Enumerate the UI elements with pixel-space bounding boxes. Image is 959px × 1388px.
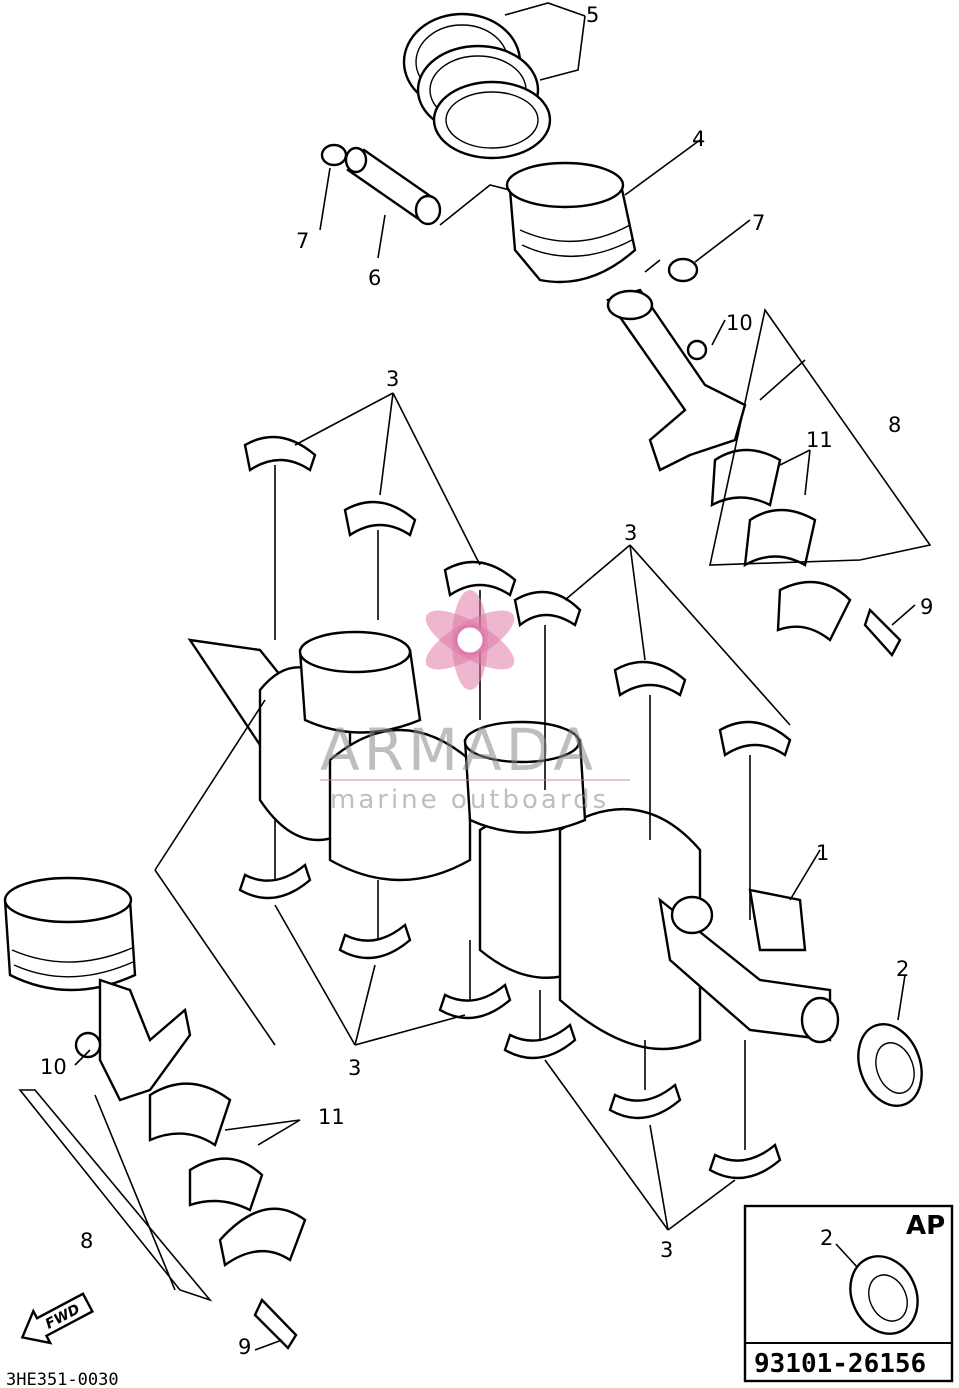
ap-box: AP 2 93101-26156 — [743, 1204, 954, 1383]
piston-upper — [505, 161, 637, 284]
part-number: 93101-26156 — [754, 1349, 926, 1379]
propeller-icon — [425, 590, 515, 690]
callout-9: 9 — [920, 595, 933, 619]
watermark-brand: ARMADA — [320, 716, 597, 784]
connecting-rod-lower — [74, 978, 192, 1102]
connecting-rod-upper — [606, 288, 747, 472]
callout-3: 3 — [348, 1056, 361, 1080]
callout-3: 3 — [386, 367, 399, 391]
rod-bearings-upper — [710, 448, 902, 658]
callout-4: 4 — [692, 127, 705, 151]
rod-bearings-lower — [148, 1082, 307, 1350]
crankshaft — [187, 638, 840, 1051]
piston-pin-clip — [667, 257, 699, 283]
drawing-code: 3HE351-0030 — [6, 1370, 119, 1388]
callout-3: 3 — [624, 521, 637, 545]
callout-11: 11 — [806, 428, 833, 452]
callout-8: 8 — [888, 413, 901, 437]
watermark-tagline: marine outboards — [330, 785, 609, 815]
piston-on-crank-right — [463, 720, 587, 834]
callout-7: 7 — [296, 229, 309, 253]
oil-seal-ap — [849, 1255, 919, 1335]
callout-11: 11 — [318, 1105, 345, 1129]
piston-rings — [402, 12, 552, 160]
callout-10: 10 — [40, 1055, 67, 1079]
callout-8: 8 — [80, 1229, 93, 1253]
callout-6: 6 — [368, 266, 381, 290]
callout-10: 10 — [726, 311, 753, 335]
callout-5: 5 — [586, 3, 599, 27]
main-bearings-lower — [238, 862, 782, 1180]
callout-labels: 5 4 7 6 7 10 8 11 9 3 3 3 3 1 2 10 11 8 … — [40, 3, 933, 1359]
callout-2: 2 — [896, 957, 909, 981]
callout-1: 1 — [816, 841, 829, 865]
oil-seal — [857, 1023, 923, 1107]
callout-3: 3 — [660, 1238, 673, 1262]
piston-on-crank-left — [298, 630, 422, 734]
callout-7: 7 — [752, 211, 765, 235]
fwd-arrow: FWD — [20, 1292, 94, 1345]
piston-pin-clip — [320, 143, 348, 167]
main-bearings-upper — [243, 435, 792, 757]
ap-callout-2: 2 — [820, 1226, 833, 1250]
callout-9: 9 — [238, 1335, 251, 1359]
piston-lower-left — [3, 876, 137, 992]
leader-lines — [18, 2, 932, 1351]
ap-tag: AP — [906, 1211, 945, 1241]
watermark: ARMADA marine outboards — [320, 590, 630, 815]
piston-pin — [344, 146, 442, 226]
